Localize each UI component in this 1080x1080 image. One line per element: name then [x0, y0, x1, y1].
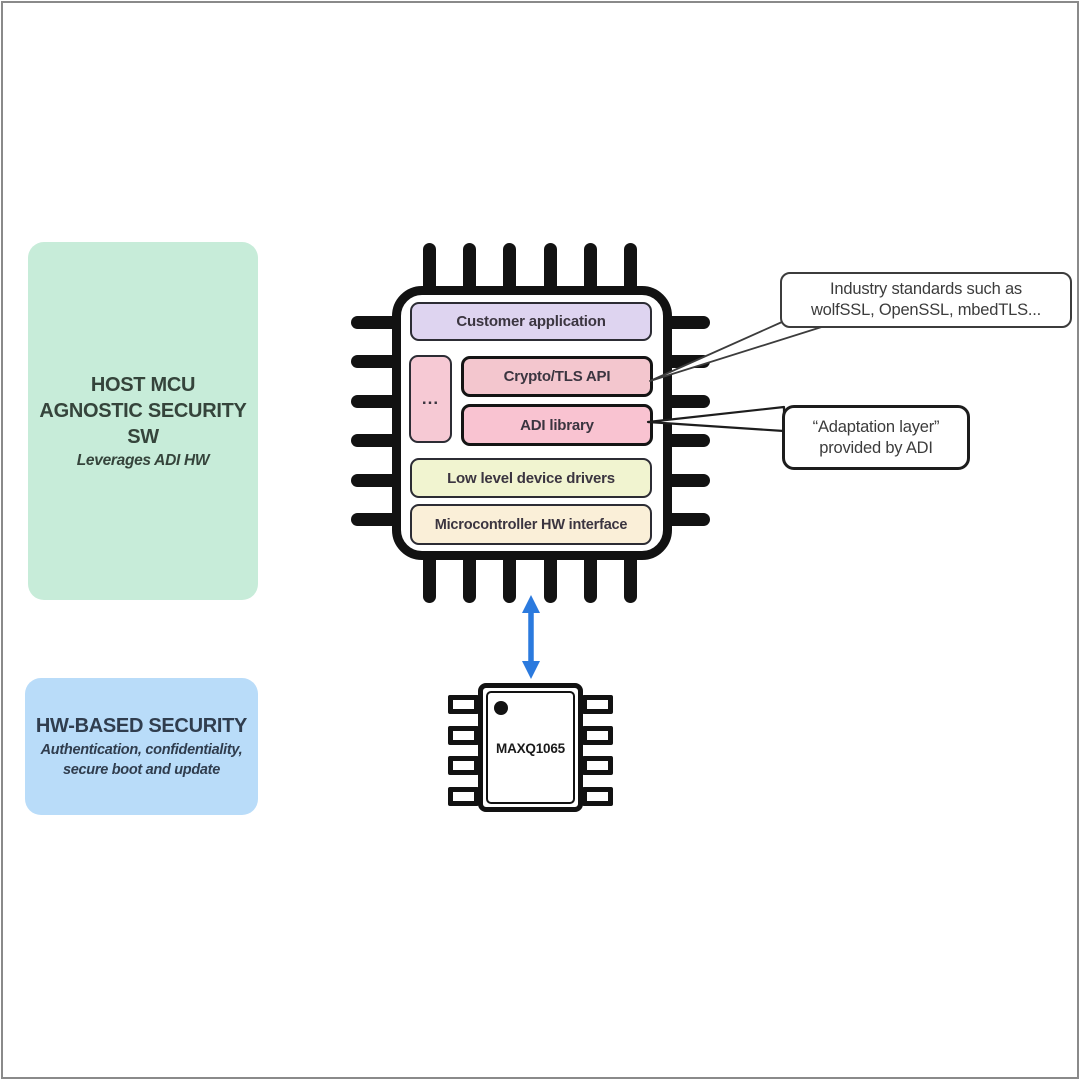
chip-pin [582, 725, 613, 745]
maxq-pins-right [582, 695, 613, 806]
chip-pin [623, 557, 637, 603]
host-sw-title-line1: HOST MCU [90, 374, 196, 396]
mcu-pins-left [351, 316, 397, 526]
host-sw-title-line2: AGNOSTIC SECURITY SW [39, 400, 247, 448]
hw-security-title: HW-BASED SECURITY [35, 714, 248, 737]
layer-customer-application-label: Customer application [456, 313, 606, 330]
layer-crypto-tls-api-label: Crypto/TLS API [503, 368, 611, 385]
pin1-indicator-dot [494, 701, 508, 715]
chip-pin [351, 434, 397, 448]
chip-pin [351, 512, 397, 526]
callout-adaptation-layer-line2: provided by ADI [819, 438, 933, 457]
chip-pin [664, 394, 710, 408]
layer-more-label: ... [421, 389, 440, 408]
layer-customer-application: Customer application [410, 302, 652, 341]
mcu-pins-top [423, 243, 637, 289]
layer-hw-interface: Microcontroller HW interface [410, 504, 652, 545]
chip-pin [583, 243, 597, 289]
callout-industry-standards-line1: Industry standards such as [830, 280, 1022, 298]
hw-security-subtitle-line1: Authentication, confidentiality, [40, 741, 243, 758]
chip-pin [503, 557, 517, 603]
callout-adaptation-layer: “Adaptation layer” provided by ADI [782, 405, 970, 470]
chip-pin [664, 512, 710, 526]
chip-pin [463, 243, 477, 289]
chip-pin [351, 316, 397, 329]
chip-pin [623, 243, 637, 289]
callout-industry-standards: Industry standards such as wolfSSL, Open… [780, 272, 1072, 328]
chip-pin [463, 557, 477, 603]
chip-pin [351, 394, 397, 408]
host-sw-title: HOST MCU AGNOSTIC SECURITY SW [28, 372, 258, 450]
layer-device-drivers: Low level device drivers [410, 458, 652, 498]
hw-security-subtitle: Authentication, confidentiality, secure … [41, 740, 243, 780]
layer-adi-library-label: ADI library [520, 416, 594, 434]
maxq-chip-body: MAXQ1065 [478, 683, 583, 812]
mcu-pins-bottom [423, 557, 637, 603]
hw-security-subtitle-line2: secure boot and update [63, 761, 220, 778]
callout-adaptation-layer-line1: “Adaptation layer” [812, 417, 940, 436]
layer-adi-library: ADI library [461, 404, 653, 446]
chip-pin [664, 473, 710, 487]
chip-pin [582, 695, 613, 714]
chip-pin [448, 725, 479, 745]
chip-pin [543, 243, 557, 289]
chip-pin [423, 557, 436, 603]
host-sw-panel: HOST MCU AGNOSTIC SECURITY SW Leverages … [28, 242, 258, 600]
layer-device-drivers-label: Low level device drivers [447, 469, 615, 487]
host-sw-subtitle: Leverages ADI HW [76, 452, 210, 469]
chip-pin [582, 756, 613, 776]
chip-pin [583, 557, 597, 603]
maxq-pins-left [448, 695, 479, 806]
chip-pin [351, 473, 397, 487]
chip-pin [351, 355, 397, 369]
mcu-chip-body: Customer application ... Crypto/TLS API … [392, 286, 672, 560]
chip-pin [664, 434, 710, 448]
chip-pin [448, 695, 479, 714]
chip-pin [503, 243, 517, 289]
mcu-to-maxq-arrow [522, 595, 540, 679]
callout-industry-standards-line2: wolfSSL, OpenSSL, mbedTLS... [810, 301, 1042, 319]
chip-pin [543, 557, 557, 603]
chip-pin [448, 786, 479, 806]
layer-more: ... [409, 355, 452, 443]
maxq-chip-inner-outline [486, 691, 575, 804]
hw-security-panel: HW-BASED SECURITY Authentication, confid… [25, 678, 258, 815]
chip-pin [582, 786, 613, 806]
layer-hw-interface-label: Microcontroller HW interface [434, 516, 628, 533]
chip-pin [448, 756, 479, 776]
maxq-chip-label: MAXQ1065 [496, 741, 565, 756]
chip-pin [423, 243, 436, 289]
layer-crypto-tls-api: Crypto/TLS API [461, 356, 653, 397]
